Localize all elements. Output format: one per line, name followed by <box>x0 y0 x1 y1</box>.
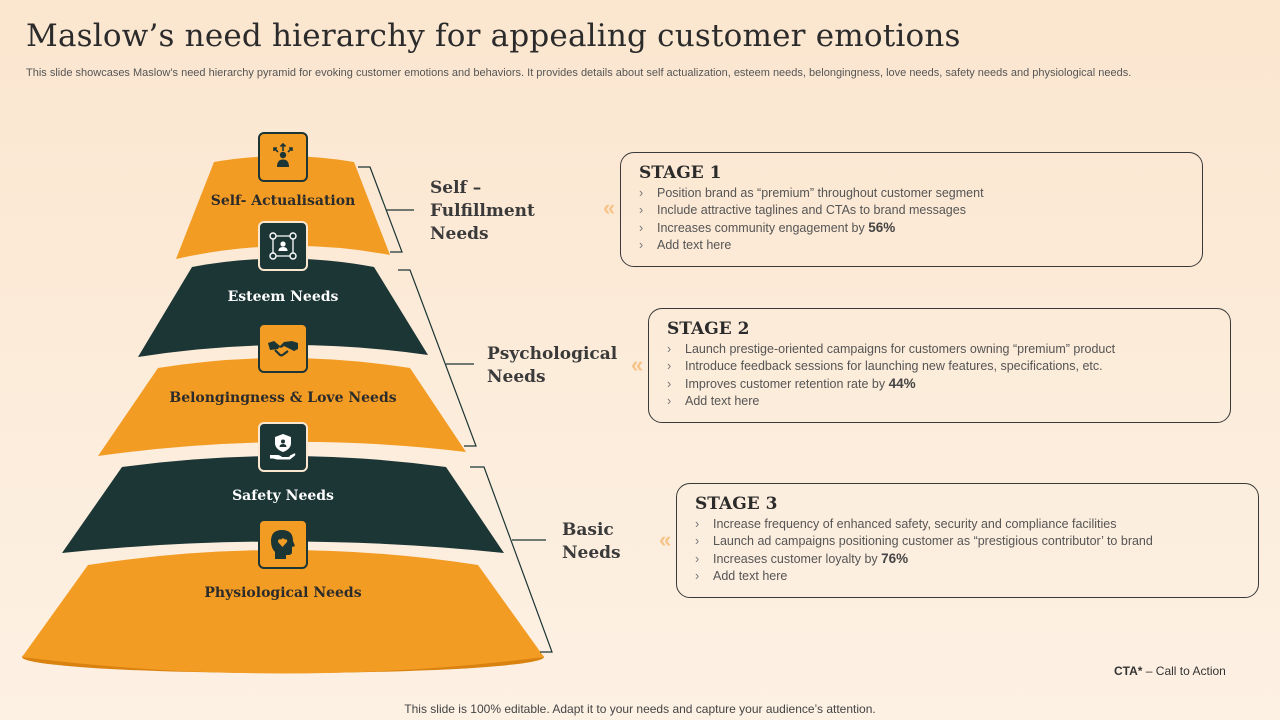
chevron-left-icon: « <box>659 527 672 552</box>
head-mind-icon <box>271 530 295 559</box>
stage-card-2: STAGE 2 ›Launch prestige-oriented campai… <box>648 308 1231 423</box>
shield-hand-icon <box>270 434 296 460</box>
bracket-basic <box>470 466 553 653</box>
stage-bullet: ›Increases customer loyalty by 76% <box>695 551 909 566</box>
bracket-self-fulfillment <box>358 166 414 253</box>
stage-card-3: STAGE 3 ›Increase frequency of enhanced … <box>676 483 1259 598</box>
layer-label-self-actualisation: Self- Actualisation <box>210 193 356 209</box>
stage-bullet: ›Add text here <box>695 569 788 583</box>
stage-bullet: ›Improves customer retention rate by 44% <box>667 376 916 391</box>
stage-bullet: ›Launch prestige-oriented campaigns for … <box>667 342 1116 356</box>
pyramid-diagram <box>22 156 553 674</box>
stage-bullet: ›Introduce feedback sessions for launchi… <box>667 359 1103 373</box>
stage-bullet: ›Add text here <box>667 394 760 408</box>
layer-label-physiological: Physiological Needs <box>204 585 362 601</box>
stage-bullet: ›Increase frequency of enhanced safety, … <box>695 517 1117 531</box>
layer-belonging <box>98 358 466 456</box>
stage-title: STAGE 3 <box>695 494 778 514</box>
handshake-icon <box>268 341 298 357</box>
chevron-left-icon: « <box>603 195 616 220</box>
page-title: Maslow’s need hierarchy for appealing cu… <box>26 18 961 54</box>
layer-self-actualisation <box>176 156 390 259</box>
stage-bullet: ›Include attractive taglines and CTAs to… <box>639 203 966 217</box>
page-subtitle: This slide showcases Maslow’s need hiera… <box>26 67 1132 79</box>
belonging-icon-box <box>258 323 308 373</box>
stage-title: STAGE 1 <box>639 163 722 183</box>
group-label-psychological: Psychological Needs <box>487 344 618 387</box>
cta-note: CTA* – Call to Action <box>1114 664 1226 678</box>
physiological-icon-box <box>258 519 308 569</box>
stage-title: STAGE 2 <box>667 319 750 339</box>
network-people-icon <box>269 232 297 260</box>
group-label-basic: Basic Needs <box>562 520 621 563</box>
footer-note: This slide is 100% editable. Adapt it to… <box>404 702 876 716</box>
group-label-self-fulfillment: Self – Fulfillment Needs <box>430 178 535 244</box>
layer-esteem <box>138 258 428 357</box>
user-growth-icon <box>273 142 293 167</box>
stage-bullet: ›Launch ad campaigns positioning custome… <box>695 534 1153 548</box>
layer-physiological <box>22 550 544 674</box>
layer-label-esteem: Esteem Needs <box>227 289 339 305</box>
layer-label-belonging: Belongingness & Love Needs <box>169 390 397 406</box>
safety-icon-box <box>258 422 308 472</box>
layer-safety <box>62 456 504 553</box>
self-actualisation-icon-box <box>258 132 308 182</box>
stage-bullet: ›Increases community engagement by 56% <box>639 220 896 235</box>
chevron-left-icon: « <box>631 352 644 377</box>
bracket-psychological <box>398 269 477 447</box>
stage-bullet: ›Add text here <box>639 238 732 252</box>
stage-bullet: ›Position brand as “premium” throughout … <box>639 186 984 200</box>
esteem-icon-box <box>258 221 308 271</box>
stage-card-1: STAGE 1 ›Position brand as “premium” thr… <box>620 152 1203 267</box>
layer-label-safety: Safety Needs <box>232 488 334 504</box>
